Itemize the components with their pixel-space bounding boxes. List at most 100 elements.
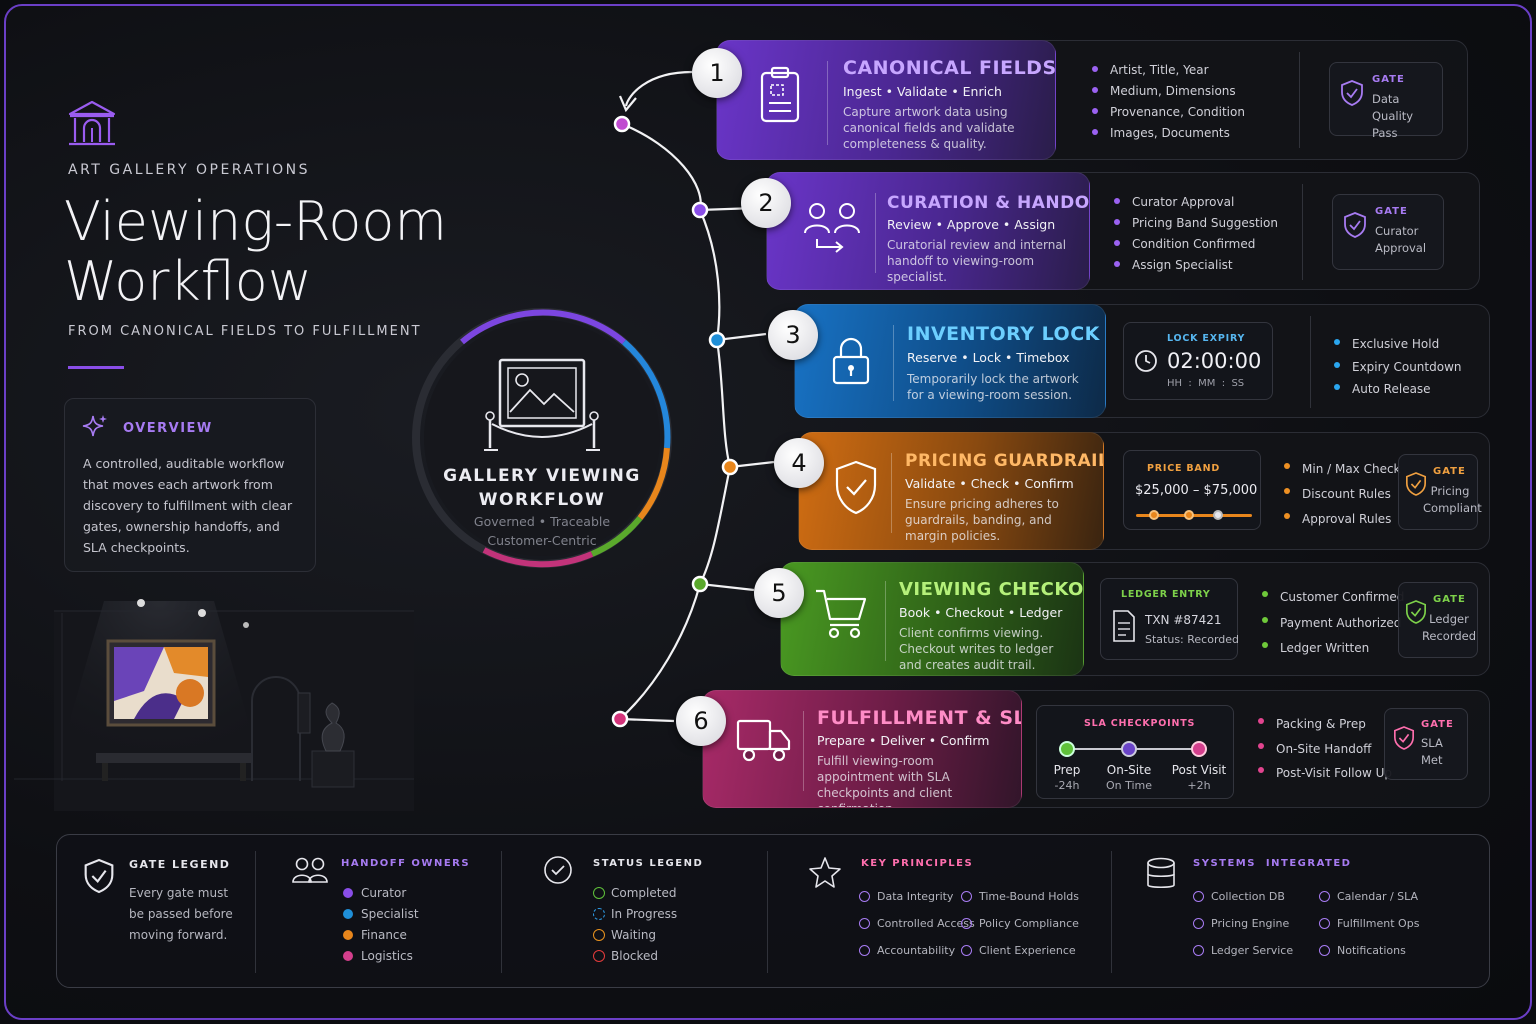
gate-label: GATE: [1433, 466, 1466, 477]
list-item: Medium, Dimensions: [1092, 81, 1245, 102]
list-item: Artist, Title, Year: [1092, 60, 1245, 81]
step4-number-badge: 4: [774, 438, 824, 488]
step1-card[interactable]: CANONICAL FIELDS Ingest • Validate • Enr…: [716, 40, 1056, 160]
gate-label: GATE: [1421, 719, 1454, 730]
price-band-track: [1136, 514, 1252, 517]
price-band-slider: [1136, 509, 1252, 521]
status-label: Waiting: [611, 928, 657, 942]
list-item: Collection DB: [1193, 889, 1293, 916]
list-item: Accountability: [859, 943, 975, 970]
step6-number-badge: 6: [676, 696, 726, 746]
accent-divider: [68, 366, 124, 369]
list-item: Specialist: [343, 904, 419, 925]
list-item: Finance: [343, 925, 419, 946]
step3-card[interactable]: INVENTORY LOCK Reserve • Lock • Timebox …: [794, 304, 1106, 418]
workflow-connector-path: [606, 56, 786, 746]
status-in-progress-icon: [593, 908, 605, 920]
owner-label: Logistics: [361, 949, 413, 963]
step3-description: Temporarily lock the artwork for a viewi…: [907, 372, 1079, 402]
owner-dot: [343, 951, 353, 961]
gate-label: GATE: [1433, 594, 1466, 605]
step5-bullets: Customer Confirmed Payment Authorized Le…: [1262, 585, 1404, 662]
list-item: Auto Release: [1334, 378, 1462, 401]
status-blocked-icon: [593, 950, 605, 962]
page-kicker: ART GALLERY OPERATIONS: [68, 162, 311, 178]
sla-postvisit-time: +2h: [1187, 779, 1211, 792]
center-title-line2: WORKFLOW: [478, 490, 606, 510]
sla-onsite-time: On Time: [1105, 779, 1153, 792]
status-label: In Progress: [611, 907, 678, 921]
gate-text: Data Quality Pass: [1372, 92, 1414, 140]
list-item: Post-Visit Follow Up: [1258, 761, 1392, 786]
ledger-entry-box: LEDGER ENTRY TXN #87421 Status: Recorded: [1100, 578, 1239, 660]
step4-subtitle: Validate • Check • Confirm: [905, 476, 1074, 491]
step5-title: VIEWING CHECKOUT: [899, 579, 1084, 600]
list-item: Min / Max Check: [1284, 457, 1401, 482]
step4-gate: GATE Pricing Compliant: [1398, 454, 1482, 530]
gate-label: GATE: [1372, 74, 1405, 85]
owner-dot: [343, 909, 353, 919]
step4-title: PRICING GUARDRAILS: [905, 451, 1104, 471]
center-title-line1: GALLERY VIEWING: [443, 466, 641, 486]
list-item: Data Integrity: [859, 889, 975, 916]
delivery-truck-icon: [735, 717, 793, 765]
list-item: Payment Authorized: [1262, 611, 1404, 637]
step6-title: FULFILLMENT & SLA: [817, 707, 1022, 729]
step1-number-badge: 1: [692, 48, 742, 98]
step2-divider: [875, 193, 876, 273]
list-item: Assign Specialist: [1114, 255, 1278, 276]
handoff-owners-list: Curator Specialist Finance Logistics: [343, 883, 419, 967]
step6-description: Fulfill viewing-room appointment with SL…: [817, 754, 953, 807]
star-icon: [807, 855, 843, 895]
sla-prep-label: Prep -24h: [1049, 762, 1085, 794]
step4-divider: [891, 453, 892, 533]
step2-card[interactable]: CURATION & HANDOFF Review • Approve • As…: [766, 172, 1090, 290]
list-item: Policy Compliance: [961, 916, 1079, 943]
gate-legend-text: Every gate must be passed before moving …: [129, 886, 233, 942]
center-sub-line1: Governed • Traceable: [473, 514, 611, 529]
step5-card[interactable]: VIEWING CHECKOUT Book • Checkout • Ledge…: [780, 562, 1084, 676]
gate-text: Ledger Recorded: [1421, 612, 1477, 643]
shield-check-icon: [1393, 725, 1415, 755]
list-item: Pricing Engine: [1193, 916, 1293, 943]
shield-check-icon: [1343, 211, 1367, 243]
list-item: Condition Confirmed: [1114, 234, 1278, 255]
step4-card[interactable]: PRICING GUARDRAILS Validate • Check • Co…: [798, 432, 1104, 550]
list-item: Packing & Prep: [1258, 712, 1392, 737]
step4-bullets: Min / Max Check Discount Rules Approval …: [1284, 457, 1401, 532]
sla-prep-name: Prep: [1053, 763, 1081, 777]
legend-divider: [1111, 851, 1112, 973]
step3-divider: [893, 325, 894, 401]
status-legend-title: STATUS LEGEND: [593, 858, 704, 869]
page-title-line1: Viewing-Room: [64, 190, 448, 253]
sla-onsite-label: On-Site On Time: [1101, 762, 1157, 794]
sla-postvisit-name: Post Visit: [1171, 763, 1227, 777]
price-band-label: PRICE BAND: [1147, 463, 1221, 474]
owner-label: Finance: [361, 928, 407, 942]
owner-dot: [343, 888, 353, 898]
list-item: Pricing Band Suggestion: [1114, 213, 1278, 234]
owner-label: Curator: [361, 886, 407, 900]
clipboard-icon: [757, 65, 803, 127]
step1-title: CANONICAL FIELDS: [843, 57, 1056, 79]
database-icon: [1145, 857, 1177, 895]
step3-number-badge: 3: [768, 310, 818, 360]
step2-subtitle: Review • Approve • Assign: [887, 217, 1056, 232]
center-sub-line2: Customer-Centric: [487, 533, 597, 548]
step6-bullets: Packing & Prep On-Site Handoff Post-Visi…: [1258, 712, 1392, 786]
systems-col2: Calendar / SLA Fulfillment Ops Notificat…: [1319, 889, 1419, 970]
page-title-line2: Workflow: [64, 250, 312, 313]
step3-subtitle: Reserve • Lock • Timebox: [907, 350, 1070, 365]
list-item: Calendar / SLA: [1319, 889, 1419, 916]
legend-bar: GATE LEGEND Every gate must be passed be…: [56, 834, 1490, 988]
step3-bullets: Exclusive Hold Expiry Countdown Auto Rel…: [1334, 333, 1462, 401]
sla-checkpoints-label: SLA CHECKPOINTS: [1084, 718, 1196, 729]
price-band-max-knob: [1184, 510, 1194, 520]
list-item: Ledger Written: [1262, 636, 1404, 662]
list-item: Waiting: [593, 925, 677, 946]
step6-card[interactable]: FULFILLMENT & SLA Prepare • Deliver • Co…: [702, 690, 1022, 808]
ledger-txn: TXN #87421: [1145, 613, 1222, 627]
padlock-icon: [831, 335, 871, 387]
price-band-value: $25,000 – $75,000: [1135, 483, 1258, 498]
step2-number-badge: 2: [741, 178, 791, 228]
